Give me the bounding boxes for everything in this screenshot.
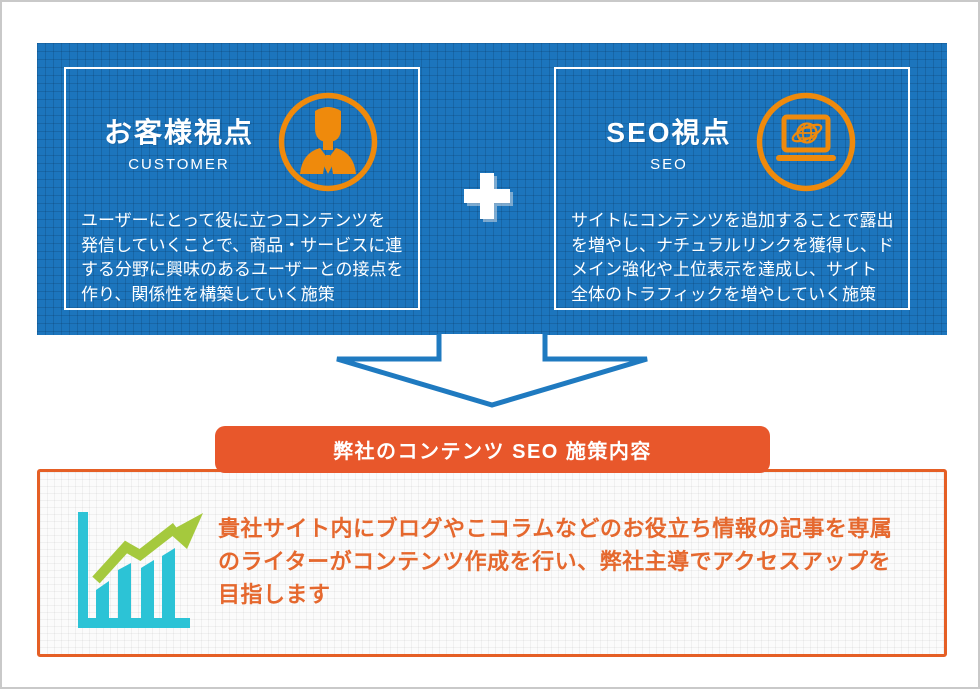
seo-subtitle: SEO xyxy=(650,156,688,173)
seo-card: SEO視点 SEO サ xyxy=(554,67,910,310)
businessman-icon xyxy=(276,90,380,194)
seo-card-titles: SEO視点 SEO xyxy=(606,111,731,173)
strategy-badge: 弊社のコンテンツ SEO 施策内容 xyxy=(215,426,770,473)
laptop-globe-icon xyxy=(754,90,858,194)
strategy-panel: 貴社サイト内にブログやこコラムなどのお役立ち情報の記事を専属 のライターがコンテ… xyxy=(37,469,947,657)
customer-card-titles: お客様視点 CUSTOMER xyxy=(104,111,254,173)
customer-title: お客様視点 xyxy=(103,117,254,148)
customer-body: ユーザーにとって役に立つコンテンツを 発信していくことで、商品・サービスに連 す… xyxy=(81,211,404,304)
customer-card-header: お客様視点 CUSTOMER xyxy=(66,89,418,195)
strategy-description: 貴社サイト内にブログやこコラムなどのお役立ち情報の記事を専属 のライターがコンテ… xyxy=(218,516,893,607)
perspectives-panel: お客様視点 CUSTOMER ユーザーにとって役に立つコンテンツを 発信していく… xyxy=(37,43,947,335)
customer-subtitle: CUSTOMER xyxy=(128,156,230,173)
strategy-panel-content: 貴社サイト内にブログやこコラムなどのお役立ち情報の記事を専属 のライターがコンテ… xyxy=(40,472,944,634)
strategy-badge-label: 弊社のコンテンツ SEO 施策内容 xyxy=(333,441,652,463)
plus-icon xyxy=(464,173,510,219)
customer-card: お客様視点 CUSTOMER ユーザーにとって役に立つコンテンツを 発信していく… xyxy=(64,67,420,310)
seo-title: SEO視点 xyxy=(606,117,732,148)
seo-card-header: SEO視点 SEO xyxy=(556,89,908,195)
seo-body: サイトにコンテンツを追加することで露出 を増やし、ナチュラルリンクを獲得し、ド … xyxy=(571,211,894,304)
growth-chart-icon xyxy=(76,510,208,634)
down-arrow-icon xyxy=(336,334,648,408)
